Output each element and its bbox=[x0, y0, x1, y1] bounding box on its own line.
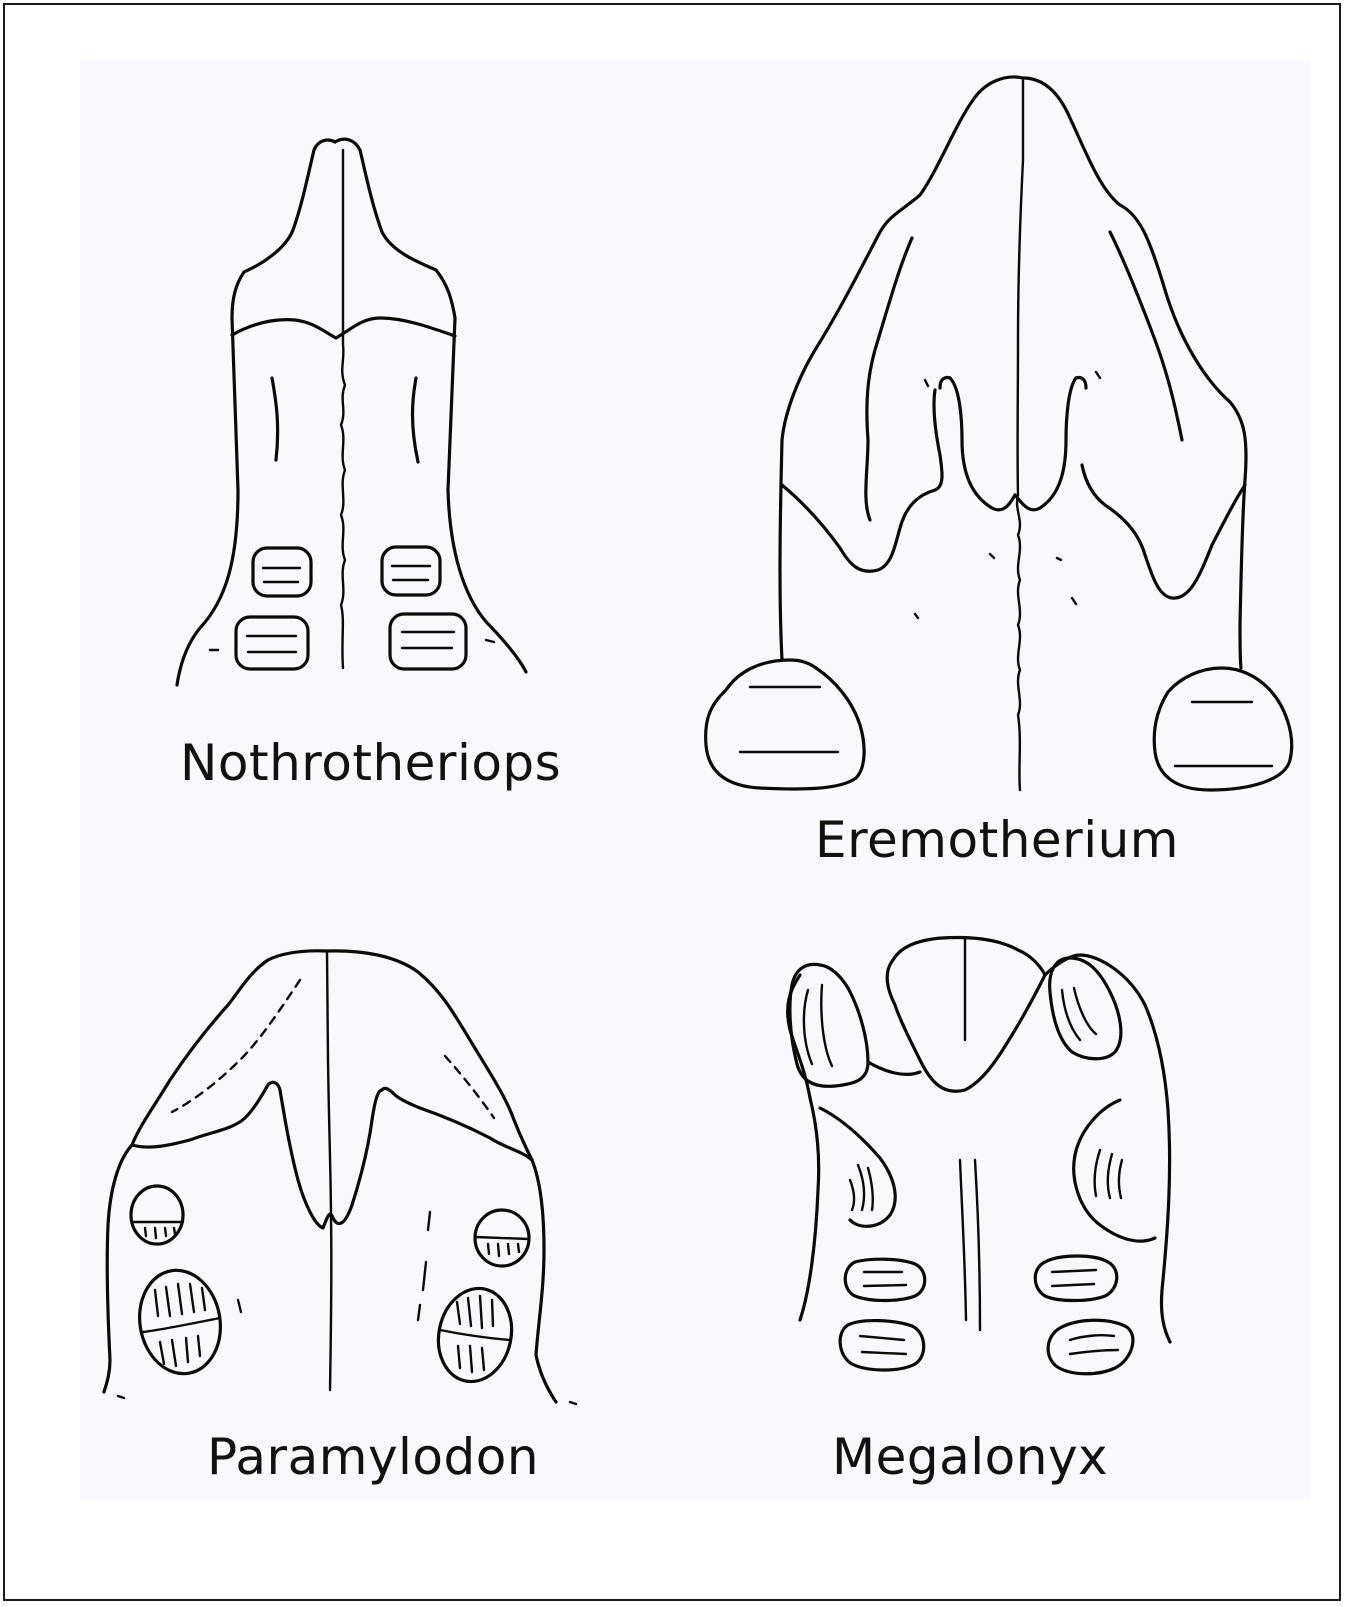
paramylodon-palate-drawing bbox=[104, 951, 576, 1404]
nothrotheriops-label: Nothrotheriops bbox=[180, 738, 561, 788]
eremotherium-palate-drawing bbox=[706, 77, 1292, 790]
megalonyx-label: Megalonyx bbox=[832, 1432, 1108, 1482]
nothrotheriops-palate-drawing bbox=[177, 139, 526, 685]
eremotherium-label: Eremotherium bbox=[815, 815, 1179, 865]
megalonyx-palate-drawing bbox=[788, 938, 1170, 1374]
paramylodon-label: Paramylodon bbox=[207, 1432, 539, 1482]
